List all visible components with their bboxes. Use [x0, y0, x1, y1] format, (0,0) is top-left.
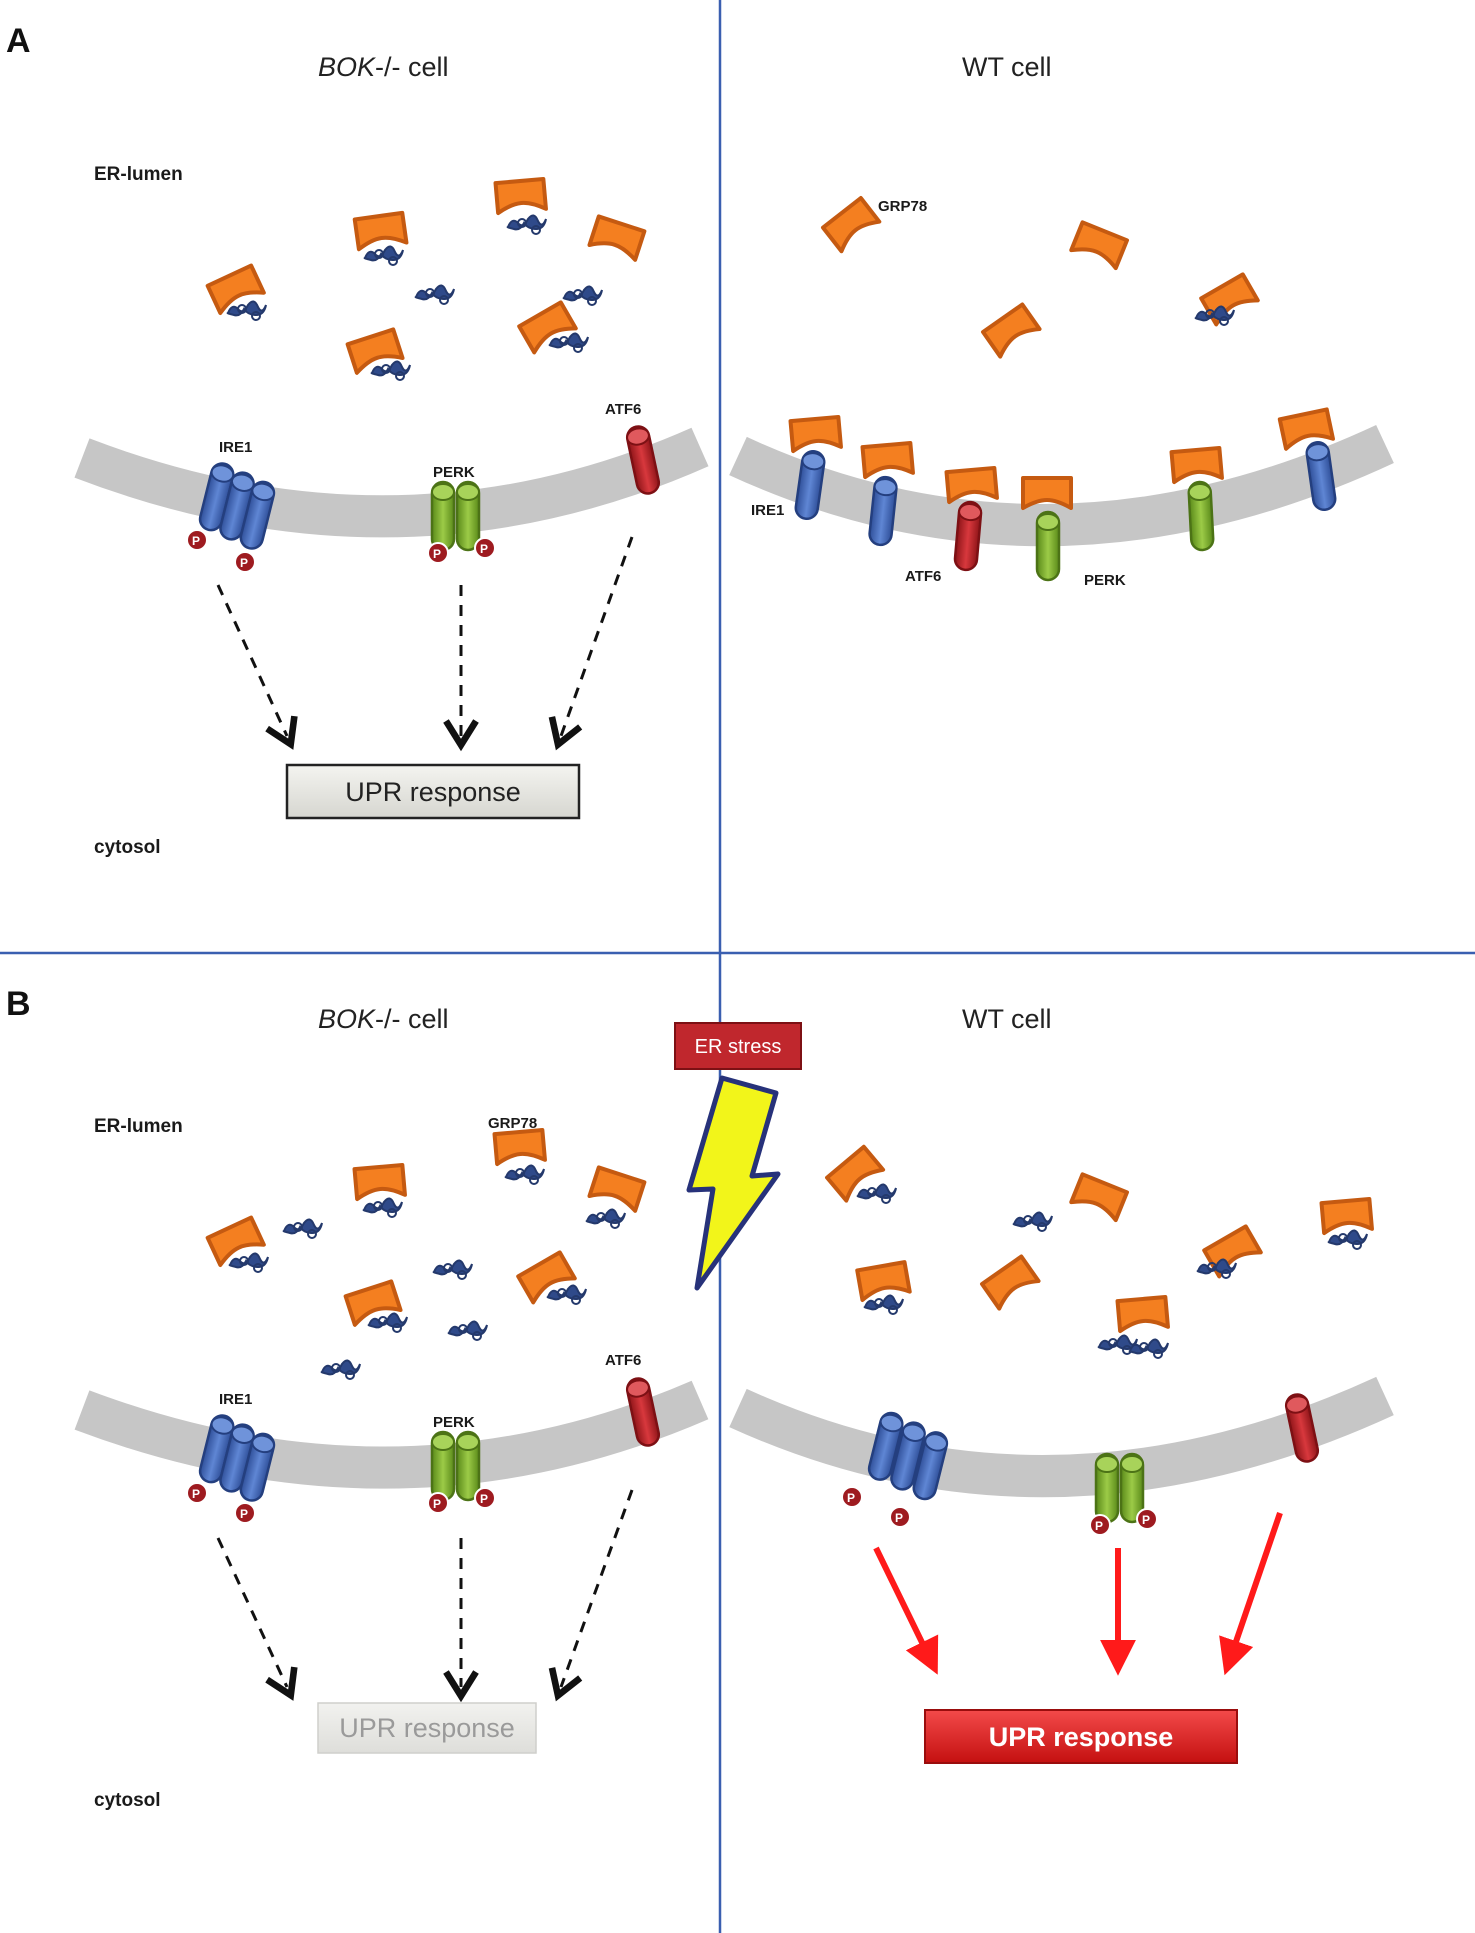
unfolded-protein-icon: [414, 284, 455, 305]
grp78-chaperone-icon: [493, 176, 549, 222]
upr-response-label-b-right: UPR response: [989, 1722, 1174, 1752]
cell-title-bok: BOK-/- cell: [318, 1004, 449, 1034]
er-stress-label: ER stress: [695, 1036, 782, 1058]
phosphate-label: P: [895, 1511, 903, 1525]
cell-title-wt: WT cell: [962, 52, 1052, 82]
phosphate-label: P: [1095, 1519, 1103, 1533]
grp78-chaperone-icon: [492, 1127, 548, 1173]
unfolded-protein-icon: [562, 285, 603, 306]
atf6-label: ATF6: [905, 568, 941, 585]
perk-label: PERK: [433, 1414, 475, 1431]
cell-title-wt: WT cell: [962, 1004, 1052, 1034]
region-label-cytosol: cytosol: [94, 1790, 161, 1811]
atf6-label: ATF6: [605, 1352, 641, 1369]
phosphate-label: P: [192, 1487, 200, 1501]
upr-response-box-b-left: [317, 1702, 537, 1754]
grp78-chaperone-icon: [1067, 1172, 1129, 1228]
phosphate-label: P: [433, 547, 441, 561]
unfolded-protein-icon: [447, 1320, 488, 1341]
grp78-chaperone-icon: [352, 1162, 408, 1208]
panel-b: BOK-/- cell WT cell ER-lumen cytosol ER …: [74, 1004, 1394, 1811]
unfolded-protein-icon: [1012, 1211, 1053, 1232]
atf6-label: ATF6: [605, 401, 641, 418]
upr-response-box-b-right: [924, 1709, 1238, 1764]
phosphate-label: P: [192, 534, 200, 548]
unfolded-protein-icon: [432, 1259, 473, 1280]
phosphate-label: P: [1142, 1513, 1150, 1527]
grp78-chaperone-icon: [516, 1250, 580, 1310]
er-membrane-right: [729, 1376, 1394, 1498]
arrow-active: [1219, 1512, 1283, 1676]
unfolded-protein-icon: [506, 214, 547, 235]
phosphate-label: P: [433, 1497, 441, 1511]
phosphate-label: P: [480, 542, 488, 556]
arrow-dashed: [216, 584, 298, 750]
arrow-active: [873, 1546, 939, 1675]
region-label-lumen: ER-lumen: [94, 1116, 183, 1137]
unfolded-protein-icon: [282, 1218, 323, 1239]
panel-a: BOK-/- cell WT cell ER-lumen cytosol IRE…: [74, 52, 1394, 858]
er-membrane-left: [74, 1380, 709, 1489]
lightning-bolt-icon: [686, 1075, 781, 1291]
er-stress-badge: [674, 1022, 802, 1070]
upr-response-label-a: UPR response: [345, 777, 521, 807]
perk-label: PERK: [433, 464, 475, 481]
ire1-label: IRE1: [751, 502, 784, 519]
grp78-label: GRP78: [878, 198, 927, 215]
panel-label-a: A: [6, 22, 31, 60]
grp78-chaperone-icon: [1067, 220, 1129, 276]
upr-response-label-b-left: UPR response: [339, 1713, 515, 1743]
region-label-lumen: ER-lumen: [94, 164, 183, 185]
region-label-cytosol: cytosol: [94, 837, 161, 858]
grp78-chaperone-icon: [1319, 1196, 1375, 1242]
ire1-label: IRE1: [219, 1391, 252, 1408]
phosphate-label: P: [240, 1507, 248, 1521]
cell-title-bok: BOK-/- cell: [318, 52, 449, 82]
grp78-chaperone-icon: [585, 1165, 647, 1219]
upr-response-box-a: [285, 763, 581, 820]
grp78-chaperone-icon: [352, 210, 410, 258]
ire1-label: IRE1: [219, 439, 252, 456]
phosphate-label: P: [480, 1492, 488, 1506]
arrow-dashed: [548, 1489, 634, 1702]
panel-label-b: B: [6, 985, 31, 1023]
grp78-chaperone-icon: [981, 302, 1045, 364]
arrow-dashed: [548, 536, 634, 751]
grp78-chaperone-icon: [980, 1254, 1044, 1316]
phosphate-label: P: [240, 556, 248, 570]
arrow-dashed: [216, 1537, 298, 1701]
er-membrane-left: [74, 427, 709, 538]
grp78-chaperone-icon: [1202, 1224, 1266, 1284]
perk-label: PERK: [1084, 572, 1126, 589]
grp78-label: GRP78: [488, 1115, 537, 1132]
unfolded-protein-icon: [320, 1359, 361, 1380]
unfolded-protein-icon: [585, 1208, 626, 1229]
phosphate-label: P: [847, 1491, 855, 1505]
grp78-chaperone-icon: [585, 214, 647, 268]
grp78-chaperone-icon: [1199, 272, 1263, 332]
grp78-chaperone-icon: [517, 300, 581, 360]
grp78-chaperone-icon: [821, 196, 885, 258]
grp78-chaperone-icon: [1115, 1294, 1171, 1340]
ire1-sensor-left-a: [196, 459, 278, 553]
